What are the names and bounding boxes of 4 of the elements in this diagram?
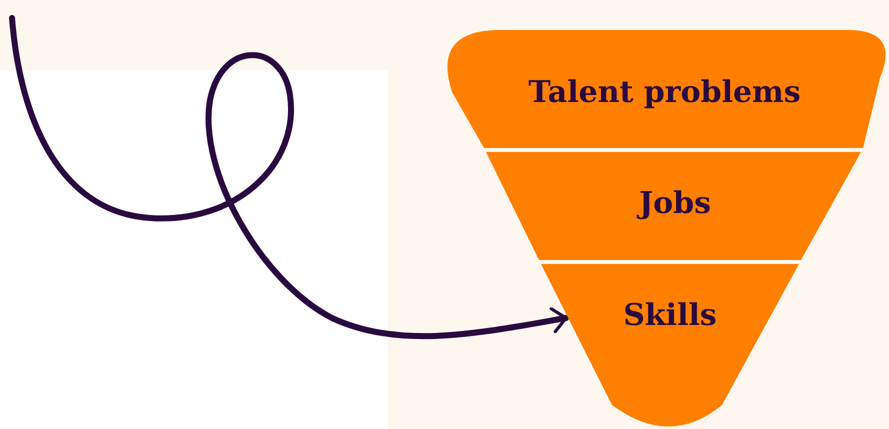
band-label: Skills	[622, 298, 718, 333]
band-label: Talent problems	[527, 75, 802, 110]
band-label: Jobs	[636, 186, 712, 221]
curly-arrow	[9, 15, 569, 340]
